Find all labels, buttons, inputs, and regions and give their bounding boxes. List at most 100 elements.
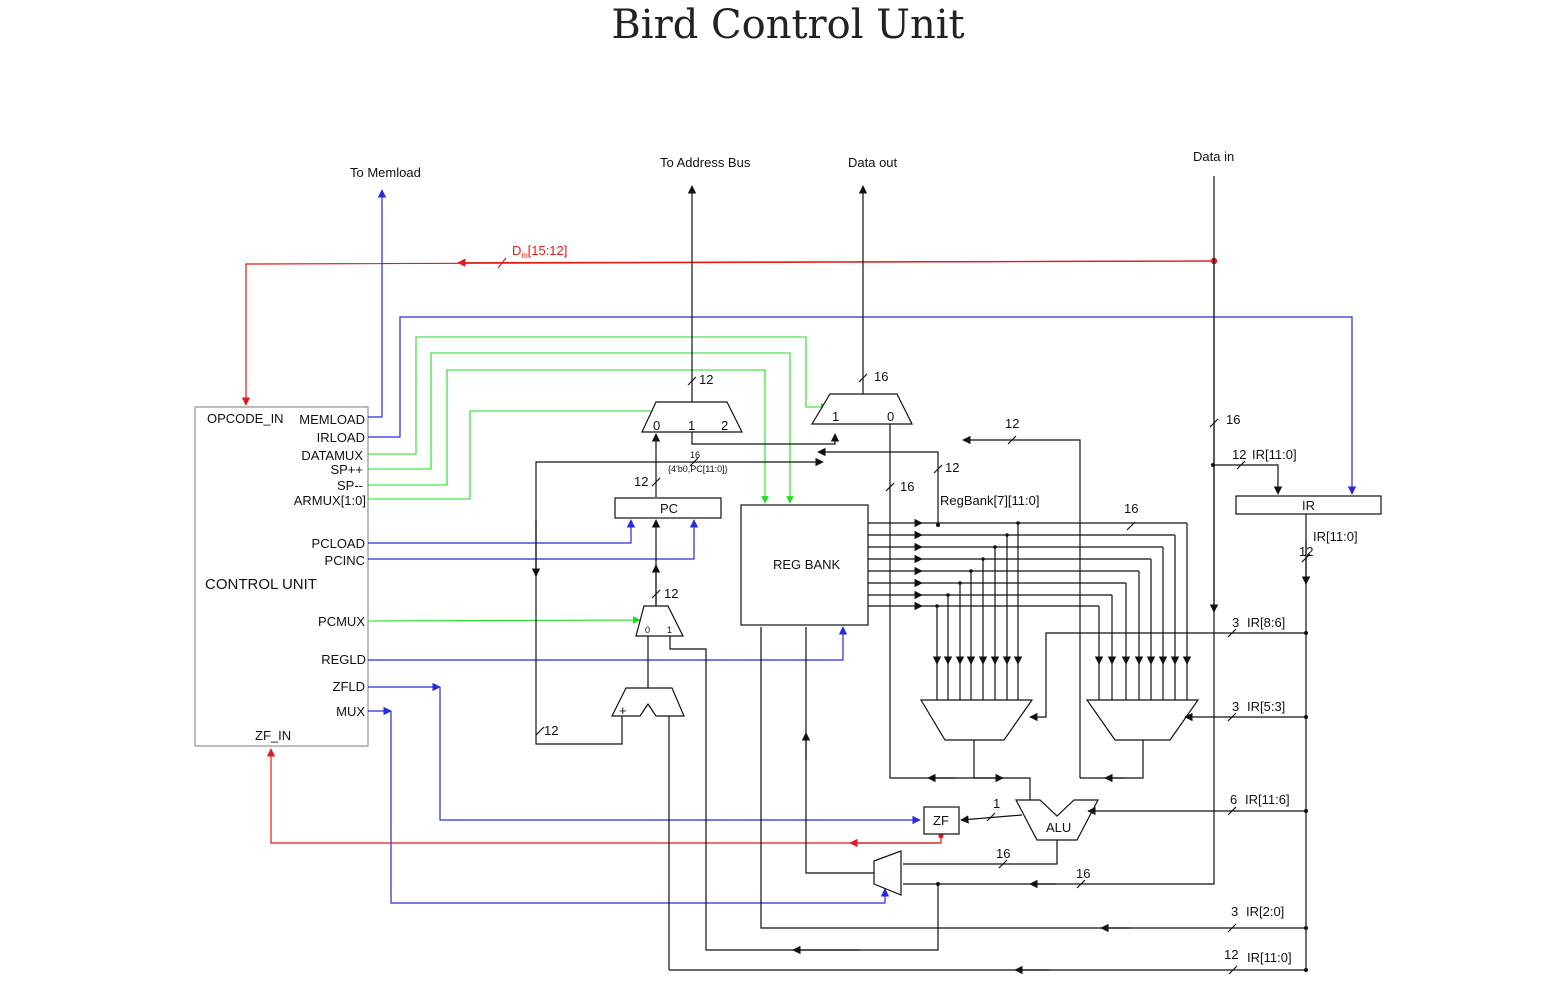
pc-mux-in1: 1 xyxy=(667,625,672,635)
mux-b-out-wire xyxy=(1080,740,1144,783)
ir-tap-8-6-width: 3 xyxy=(1232,615,1239,630)
alu-to-mux-width: 12 xyxy=(1005,416,1019,431)
zero-flag-register xyxy=(923,806,960,835)
addr-mux-in0: 0 xyxy=(653,418,660,433)
pc-label: PC xyxy=(660,501,678,516)
address-bus-wire xyxy=(687,185,697,402)
armux-port: ARMUX[1:0] xyxy=(294,493,366,508)
alu-label: ALU xyxy=(1046,820,1071,835)
opcode-feed-wire xyxy=(241,257,1218,406)
zf-label: ZF xyxy=(933,813,949,828)
adder-input-wire xyxy=(535,716,623,745)
adder-sign: + xyxy=(619,703,627,718)
irload-wire xyxy=(368,316,1357,495)
ext-expression: {4'b0,PC[11:0]} xyxy=(668,464,728,474)
ir-tap-11-0-wire xyxy=(669,965,1308,975)
sp-dec-port: SP-- xyxy=(337,478,363,493)
writeback-mux xyxy=(873,850,902,896)
data-in-wire xyxy=(1209,176,1219,613)
ir-tap-2-0-wire xyxy=(760,627,1308,933)
instruction-register xyxy=(1235,495,1382,515)
mux-port: MUX xyxy=(336,704,365,719)
ir-out-width: 12 xyxy=(1299,544,1313,559)
data-mux-in0: 0 xyxy=(887,409,894,424)
data-out-width: 16 xyxy=(874,369,888,384)
alu-to-zf-wire xyxy=(960,812,1023,824)
control-unit-block xyxy=(194,406,369,747)
pcmux-wire xyxy=(367,616,641,624)
alu-to-writeback-wire xyxy=(903,840,1058,869)
regbank-addr-label: RegBank[7][11:0] xyxy=(940,493,1040,508)
ir-in-width: 12 xyxy=(1232,447,1246,462)
memload-port: MEMLOAD xyxy=(299,412,365,427)
regld-port: REGLD xyxy=(321,652,366,667)
irload-port: IRLOAD xyxy=(317,430,365,445)
writeback-to-regbank-wire xyxy=(801,627,874,874)
ir-in-range: IR[11:0] xyxy=(1252,447,1297,462)
regbank-to-mux-wire xyxy=(817,447,943,527)
zfld-wire xyxy=(368,682,921,825)
data-in-label: Data in xyxy=(1193,149,1234,164)
data-out-wire xyxy=(858,185,868,394)
alu-to-addr-mux-wire xyxy=(962,435,1081,778)
address-mux xyxy=(641,401,743,433)
mux-select-wire xyxy=(368,706,890,904)
sp-inc-port: SP++ xyxy=(330,462,363,477)
armux-wire xyxy=(368,407,661,500)
reg-select-mux-a xyxy=(919,699,1034,741)
control-unit-name: CONTROL UNIT xyxy=(205,576,317,593)
pcload-port: PCLOAD xyxy=(312,536,365,551)
adder-width: 12 xyxy=(544,723,558,738)
data-in-width: 16 xyxy=(1226,412,1240,427)
pc-mux-to-pc-wire xyxy=(651,519,661,606)
datamux-port: DATAMUX xyxy=(301,448,363,463)
ir-tap-5-3-wire xyxy=(1184,712,1308,722)
data-in-to-ir-wire xyxy=(1211,460,1283,495)
ir-tap-2-0-width: 3 xyxy=(1231,904,1238,919)
regs-width-mark xyxy=(1126,521,1136,531)
regld-wire xyxy=(368,626,848,661)
pc-mux xyxy=(635,605,684,637)
ext-pc-wire xyxy=(531,457,824,740)
ir-tap-5-3-width: 3 xyxy=(1232,699,1239,714)
datain-to-mux-width: 16 xyxy=(1076,866,1090,881)
ir-label: IR xyxy=(1302,498,1315,513)
to-memload-label: To Memload xyxy=(350,165,421,180)
ir-tap-11-6-range: IR[11:6] xyxy=(1245,792,1290,807)
reg-select-mux-b xyxy=(1085,699,1200,741)
ir-tap-8-6-range: IR[8:6] xyxy=(1247,615,1285,630)
addr-mux-in1-feedback xyxy=(691,432,840,445)
regs-width: 16 xyxy=(1124,501,1138,516)
regbank-data-wire xyxy=(885,424,1031,800)
pcmux-out-width: 12 xyxy=(664,586,678,601)
addr-out-width: 12 xyxy=(699,372,713,387)
datamux-wire xyxy=(368,336,829,455)
opcode-in-label: OPCODE_IN xyxy=(207,411,284,426)
ir-tap-2-0-range: IR[2:0] xyxy=(1246,904,1284,919)
to-address-bus-label: To Address Bus xyxy=(660,155,751,170)
zf-in-label: ZF_IN xyxy=(255,728,291,743)
datain-to-writeback-wire xyxy=(903,262,1215,889)
pc-adder xyxy=(611,687,685,717)
ir-output-wire xyxy=(1301,514,1311,970)
regbank-data-width: 16 xyxy=(900,479,914,494)
pc-mux-in0: 0 xyxy=(645,625,650,635)
pc-register xyxy=(614,497,722,519)
data-out-label: Data out xyxy=(848,155,898,170)
ir-tap-11-6-wire xyxy=(1087,806,1308,816)
reg-bank-label: REG BANK xyxy=(773,557,841,572)
alu-out-width: 16 xyxy=(996,846,1010,861)
zfld-port: ZFLD xyxy=(333,679,366,694)
memload-wire xyxy=(368,189,387,418)
pc-to-addr-mux-wire xyxy=(651,433,661,497)
ir-out-range: IR[11:0] xyxy=(1313,529,1358,544)
regbank-out-width: 12 xyxy=(945,460,959,475)
addr-mux-in2: 2 xyxy=(721,418,728,433)
pcinc-port: PCINC xyxy=(325,553,365,568)
addr-mux-in1: 1 xyxy=(688,418,695,433)
ir-tap-11-6-width: 6 xyxy=(1230,792,1237,807)
mux-a-out-wire xyxy=(973,740,1004,783)
reg-bank xyxy=(740,504,869,626)
zero-flag-wire xyxy=(266,748,944,848)
pcinc-wire xyxy=(368,519,699,560)
